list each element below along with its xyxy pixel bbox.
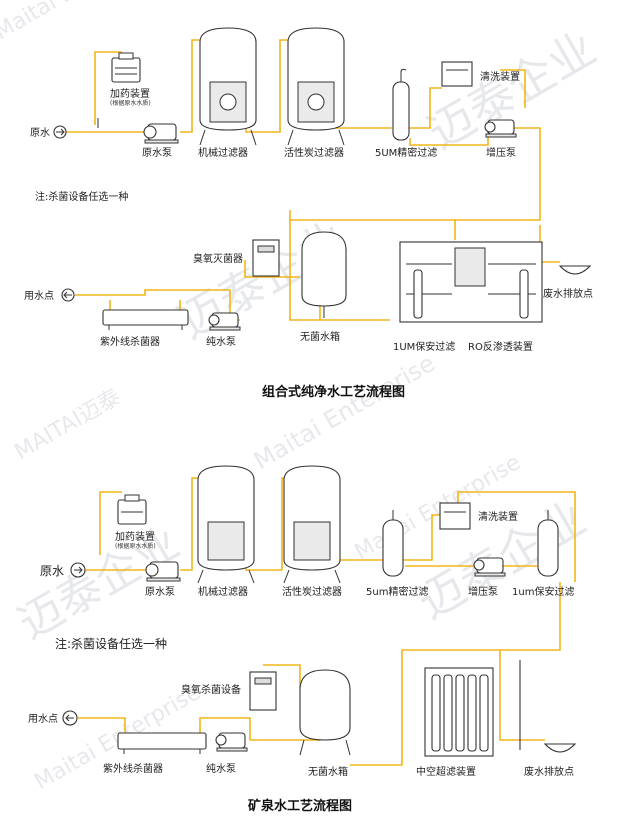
- waste-drain: [558, 265, 592, 275]
- use-point: [62, 710, 78, 726]
- label-mech-filter: 机械过滤器: [198, 146, 248, 159]
- ozone-sterilizer: [249, 671, 277, 711]
- raw-pump: [143, 123, 179, 144]
- uv-sterilizer: [102, 309, 189, 330]
- label-carbon-filter: 活性炭过滤器: [282, 585, 342, 598]
- safety-filter: [537, 510, 559, 577]
- label-dosing-sub: (根据原水水质): [115, 542, 156, 550]
- watermark-cn: 迈泰企业: [419, 21, 605, 160]
- cleaning-device: [439, 502, 471, 530]
- label-sterile-tank: 无菌水箱: [308, 765, 348, 778]
- label-ro: RO反渗透装置: [468, 340, 533, 353]
- label-booster: 增压泵: [486, 146, 516, 159]
- sterile-water-tank: [301, 231, 347, 318]
- label-waste: 废水排放点: [543, 287, 593, 300]
- label-raw-pump: 原水泵: [142, 147, 172, 159]
- label-hollow-fiber: 中空超滤装置: [416, 765, 476, 778]
- uv-sterilizer: [117, 732, 207, 754]
- label-uv: 紫外线杀菌器: [100, 335, 160, 348]
- label-raw-water: 原水: [30, 127, 50, 139]
- diagram-title-mineral-water: 矿泉水工艺流程图: [248, 798, 352, 814]
- watermark-en: Maitai Enterprise: [0, 0, 165, 45]
- pure-water-pump: [215, 732, 248, 752]
- dosing-device: [117, 494, 147, 525]
- label-ozone: 臭氧灭菌器: [193, 252, 243, 265]
- label-sterile-tank: 无菌水箱: [300, 330, 340, 343]
- diagram-title-pure-water: 组合式纯净水工艺流程图: [262, 384, 405, 400]
- label-raw-pump: 原水泵: [145, 586, 175, 598]
- carbon-filter: [283, 465, 341, 584]
- label-booster: 增压泵: [468, 585, 498, 598]
- label-precision-filter: 5UM精密过滤: [375, 146, 437, 159]
- label-uv: 紫外线杀菌器: [103, 762, 163, 775]
- label-waste: 废水排放点: [524, 765, 574, 778]
- booster-pump: [484, 119, 517, 138]
- label-use-point: 用水点: [24, 290, 54, 302]
- label-pure-pump: 纯水泵: [206, 335, 236, 348]
- use-point: [61, 288, 75, 302]
- precision-filter: [392, 68, 410, 141]
- note-sterilization: 注:杀菌设备任选一种: [55, 636, 167, 651]
- note-sterilization: 注:杀菌设备任选一种: [35, 190, 128, 203]
- watermark-logo: MAITAI迈泰: [11, 385, 126, 466]
- mechanical-filter: [197, 465, 255, 584]
- label-mech-filter: 机械过滤器: [198, 585, 248, 598]
- mechanical-filter: [199, 27, 257, 146]
- label-safety-filter: 1um保安过滤: [512, 585, 574, 598]
- label-carbon-filter: 活性炭过滤器: [284, 146, 344, 159]
- label-dosing: 加药装置: [110, 87, 150, 100]
- ozone-sterilizer: [252, 239, 280, 277]
- label-dosing: 加药装置: [115, 530, 155, 543]
- watermark-cn: 迈泰企业: [10, 517, 188, 649]
- watermark-en: Maitai Enterprise: [249, 349, 440, 475]
- raw-water-inlet: [53, 125, 67, 139]
- label-pure-pump: 纯水泵: [206, 762, 236, 775]
- ro-device: [399, 241, 543, 323]
- booster-pump: [473, 557, 506, 577]
- cleaning-device: [441, 61, 473, 87]
- label-use-point: 用水点: [28, 713, 58, 725]
- precision-filter: [382, 510, 404, 577]
- label-cleaning: 清洗装置: [478, 510, 518, 523]
- hollow-fiber-device: [424, 667, 494, 757]
- dosing-device: [111, 52, 141, 83]
- raw-pump: [145, 561, 181, 582]
- label-dosing-sub: (根据原水水质): [110, 99, 151, 107]
- diagram-mineral-water: 加药装置 (根据原水水质) 原水 原水泵 机械过滤器: [28, 465, 577, 814]
- carbon-filter: [287, 27, 345, 146]
- waste-drain: [543, 743, 577, 753]
- label-safety-filter: 1UM保安过滤: [393, 340, 455, 353]
- pure-water-pump: [208, 312, 241, 331]
- label-precision-filter: 5um精密过滤: [366, 585, 428, 598]
- raw-water-inlet: [70, 562, 86, 578]
- sterile-water-tank: [299, 669, 351, 756]
- label-ozone: 臭氧杀菌设备: [181, 683, 241, 696]
- label-raw-water: 原水: [40, 564, 64, 578]
- diagram-pure-water: 原水 加药装置 (根据原水水质) 原水泵 机械过滤器: [24, 27, 593, 400]
- label-cleaning: 清洗装置: [480, 70, 520, 83]
